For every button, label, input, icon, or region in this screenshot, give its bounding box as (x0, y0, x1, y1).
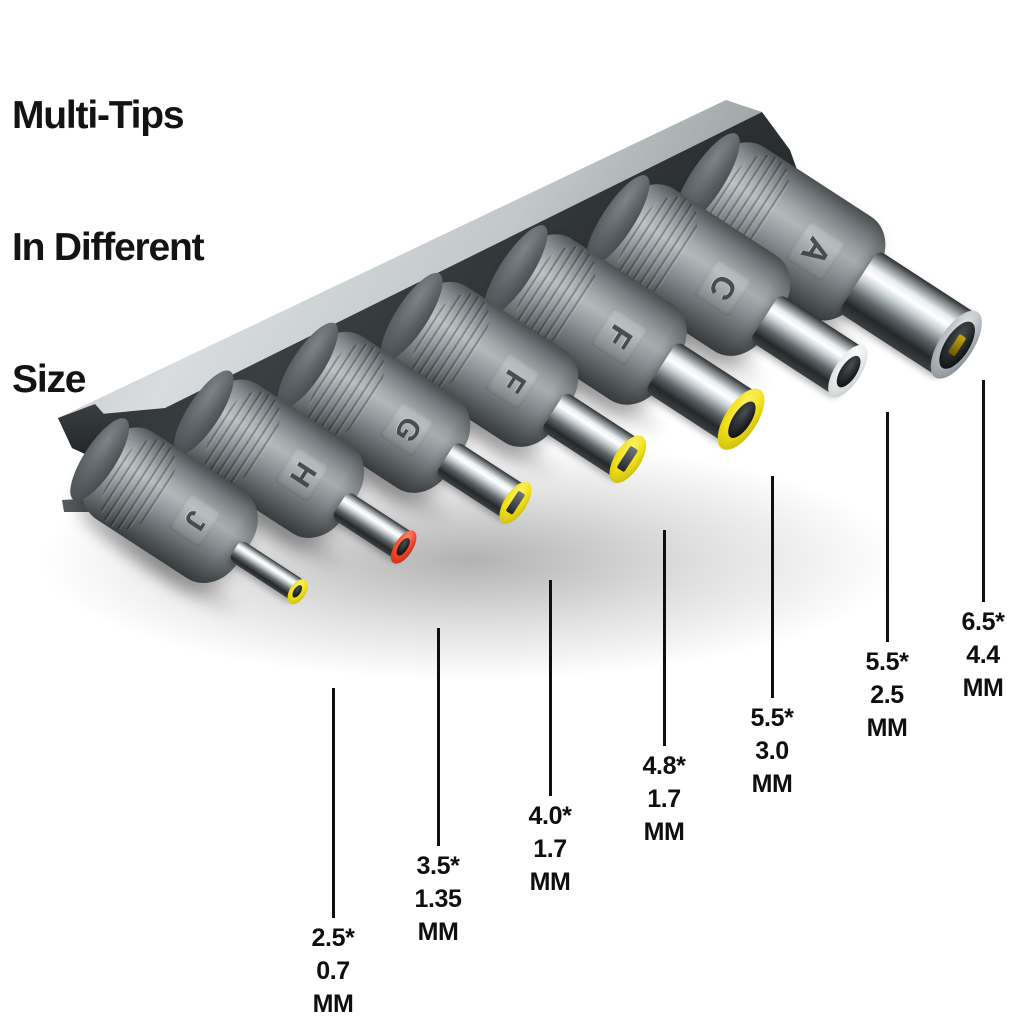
label-tip-3-line-3: MM (529, 868, 571, 896)
leader-line-tip-4 (663, 530, 666, 746)
title-line-1: Multi-Tips (12, 94, 185, 137)
label-tip-2-line-2: 1.35 (414, 885, 462, 913)
leader-line-tip-7 (982, 380, 985, 602)
label-tip-4-line-3: MM (643, 818, 685, 846)
label-tip-7-line-1: 6.5* (961, 608, 1005, 636)
label-tip-1: 2.5* 0.7 MM (312, 922, 355, 1021)
label-tip-1-line-3: MM (312, 990, 354, 1018)
label-tip-2-line-3: MM (417, 918, 459, 946)
label-tip-6-line-3: MM (866, 714, 908, 742)
label-tip-4-line-1: 4.8* (642, 752, 686, 780)
page-title: Multi-Tips In Different Size (12, 6, 205, 490)
label-tip-3-line-2: 1.7 (533, 835, 567, 863)
label-tip-6-line-2: 2.5 (870, 681, 904, 709)
leader-line-tip-2 (437, 628, 440, 846)
label-tip-1-line-2: 0.7 (316, 957, 350, 985)
title-line-3: Size (12, 358, 86, 401)
label-tip-1-line-1: 2.5* (311, 924, 355, 952)
label-tip-7-line-2: 4.4 (966, 641, 1000, 669)
label-tip-4: 4.8* 1.7 MM (643, 750, 686, 849)
label-tip-7-line-3: MM (962, 674, 1004, 702)
label-tip-5-line-2: 3.0 (755, 737, 789, 765)
leader-line-tip-1 (332, 688, 335, 918)
label-tip-5-line-1: 5.5* (750, 704, 794, 732)
label-tip-7: 6.5* 4.4 MM (962, 606, 1005, 705)
label-tip-2: 3.5* 1.35 MM (414, 850, 461, 949)
leader-line-tip-5 (771, 476, 774, 698)
label-tip-6: 5.5* 2.5 MM (866, 646, 909, 745)
label-tip-5-line-3: MM (751, 770, 793, 798)
title-line-2: In Different (12, 226, 205, 269)
label-tip-3-line-1: 4.0* (528, 802, 572, 830)
label-tip-2-line-1: 3.5* (416, 852, 460, 880)
leader-line-tip-3 (549, 580, 552, 796)
label-tip-5: 5.5* 3.0 MM (751, 702, 794, 801)
label-tip-6-line-1: 5.5* (865, 648, 909, 676)
label-tip-4-line-2: 1.7 (647, 785, 681, 813)
leader-line-tip-6 (886, 412, 889, 642)
label-tip-3: 4.0* 1.7 MM (529, 800, 572, 899)
